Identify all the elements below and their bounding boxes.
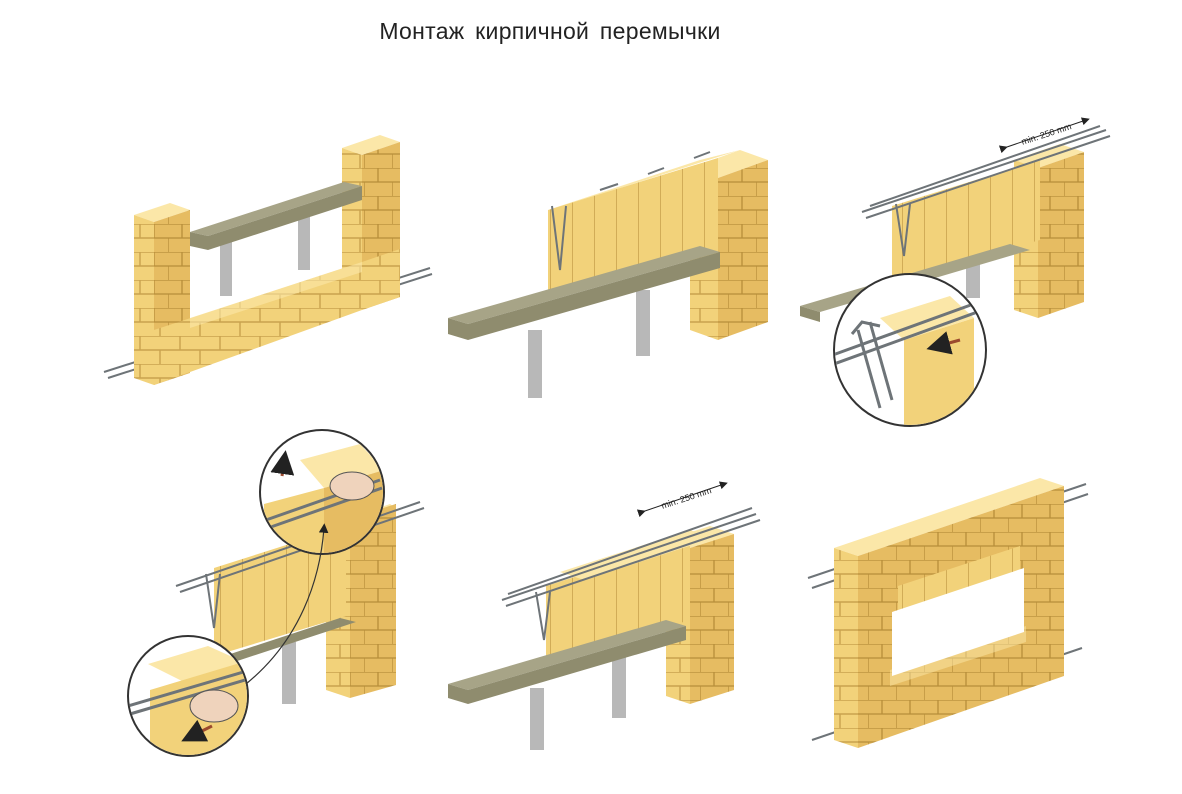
prop bbox=[220, 240, 232, 296]
wire-tie bbox=[551, 205, 567, 271]
page-title: Монтаж кирпичной перемычки bbox=[379, 18, 721, 44]
detail-magnifier bbox=[833, 273, 987, 427]
window-opening bbox=[892, 568, 1024, 676]
dimension-line bbox=[998, 117, 1090, 154]
arrow-icon bbox=[926, 331, 961, 355]
dimension-label: min. 250 mm bbox=[660, 485, 713, 511]
detail-magnifier-bottom bbox=[127, 635, 249, 757]
prop bbox=[612, 656, 626, 718]
connector-arrow bbox=[245, 523, 329, 685]
hand bbox=[189, 689, 239, 723]
prop bbox=[282, 642, 296, 704]
formwork-board bbox=[190, 182, 362, 236]
hand bbox=[329, 471, 375, 501]
step-6-finished-lintel bbox=[807, 478, 1089, 748]
formwork-board bbox=[448, 620, 686, 690]
soldier-bricks bbox=[548, 158, 718, 300]
prop bbox=[530, 688, 544, 750]
step-1-wall-with-formwork bbox=[103, 135, 433, 385]
arrow-icon bbox=[270, 450, 295, 477]
rebar bbox=[501, 507, 761, 607]
dimension-line bbox=[636, 481, 728, 518]
step-4-tying-wires bbox=[127, 429, 425, 757]
prop bbox=[636, 290, 650, 356]
formwork-board bbox=[448, 246, 720, 324]
step-5-second-row: min. 250 mm bbox=[448, 481, 761, 750]
step-2-soldier-row bbox=[448, 150, 768, 398]
prop bbox=[528, 330, 542, 398]
step-3-reinforcement: min. 250 mm bbox=[800, 117, 1111, 427]
prop bbox=[298, 214, 310, 270]
detail-magnifier-top bbox=[259, 429, 385, 555]
arrow-icon bbox=[181, 719, 213, 742]
